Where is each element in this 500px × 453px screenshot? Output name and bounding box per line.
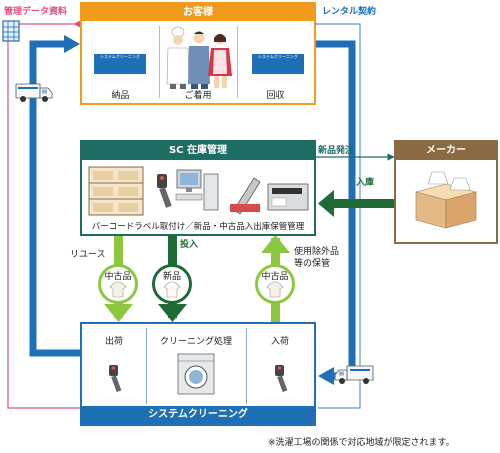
customer-item-collection: 回収 [266,91,285,101]
used-goods-label-left: 中古品 [104,272,132,282]
barcode-scanner-icon [275,365,288,393]
management-data-line [7,20,81,409]
collection-card: システムクリーニング [252,54,304,74]
sc-caption: バーコードラベル取付け／新品・中古品入出庫保管管理 [91,222,305,232]
used-goods-circle-left: 中古品 [98,264,138,304]
inventory-shelves-illustration [88,166,144,216]
collection-card-text: システムクリーニング [258,54,298,59]
management-data-label: 管理データ資料 [4,7,68,17]
input-label: 投入 [180,240,199,250]
new-goods-circle: 新品 [152,264,192,304]
reuse-label: リユース [70,250,106,260]
cleaning-col-receiving: 入荷 [270,337,289,347]
rental-contract-label: レンタル契約 [322,7,377,17]
cleaning-title: システムクリーニング [82,406,314,424]
barcode-scanner-icon [109,365,122,393]
footnote: ※洗濯工場の関係で対応地域が限定されます。 [268,438,455,448]
collection-van-icon [334,365,374,384]
delivery-card-text: システムクリーニング [100,54,140,59]
shirt-icon [109,281,127,298]
sc-inventory-box: SC 在庫管理 バーコードラベル取付け／新品・中古品入出庫保管管理 [80,140,316,236]
new-goods-label: 新品 [162,272,181,282]
delivery-van-icon [15,83,53,102]
delivery-card: システムクリーニング [94,54,146,74]
computer-icon [175,169,219,211]
staff-uniform-illustration [166,26,232,89]
cleaning-col-shipping: 出荷 [104,337,123,347]
customer-title: お客様 [82,4,314,21]
shirt-icon [163,281,181,298]
customer-item-delivery: 納品 [111,91,130,101]
delivery-loop-line [29,40,80,357]
shirt-icon [266,281,284,298]
maker-box: メーカー [394,140,498,244]
maker-title: メーカー [396,142,496,160]
new-order-label: 新品発注 [318,146,355,156]
stock-in-label: 入庫 [356,178,375,188]
barcode-scanner-icon [157,174,172,208]
used-goods-label-right: 中古品 [261,272,289,282]
label-printer-icon [267,183,309,211]
used-goods-circle-right: 中古品 [255,264,295,304]
label-tagging-tool-icon [230,177,261,215]
sc-title: SC 在庫管理 [82,142,314,160]
cardboard-boxes-illustration [414,171,478,229]
document-icon [2,20,20,42]
excluded-storage-label: 使用除外品 等の保管 [294,247,340,269]
customer-box: お客様 システムクリーニング 納品 ご着用 システムクリーニング 回収 [80,2,316,105]
rental-contract-line [311,20,361,409]
washing-machine-icon [177,353,215,395]
customer-item-wearing: ご着用 [184,91,212,101]
system-cleaning-box: 出荷 クリーニング処理 入荷 システムクリーニング [80,322,316,426]
cleaning-col-processing: クリーニング処理 [159,337,232,347]
